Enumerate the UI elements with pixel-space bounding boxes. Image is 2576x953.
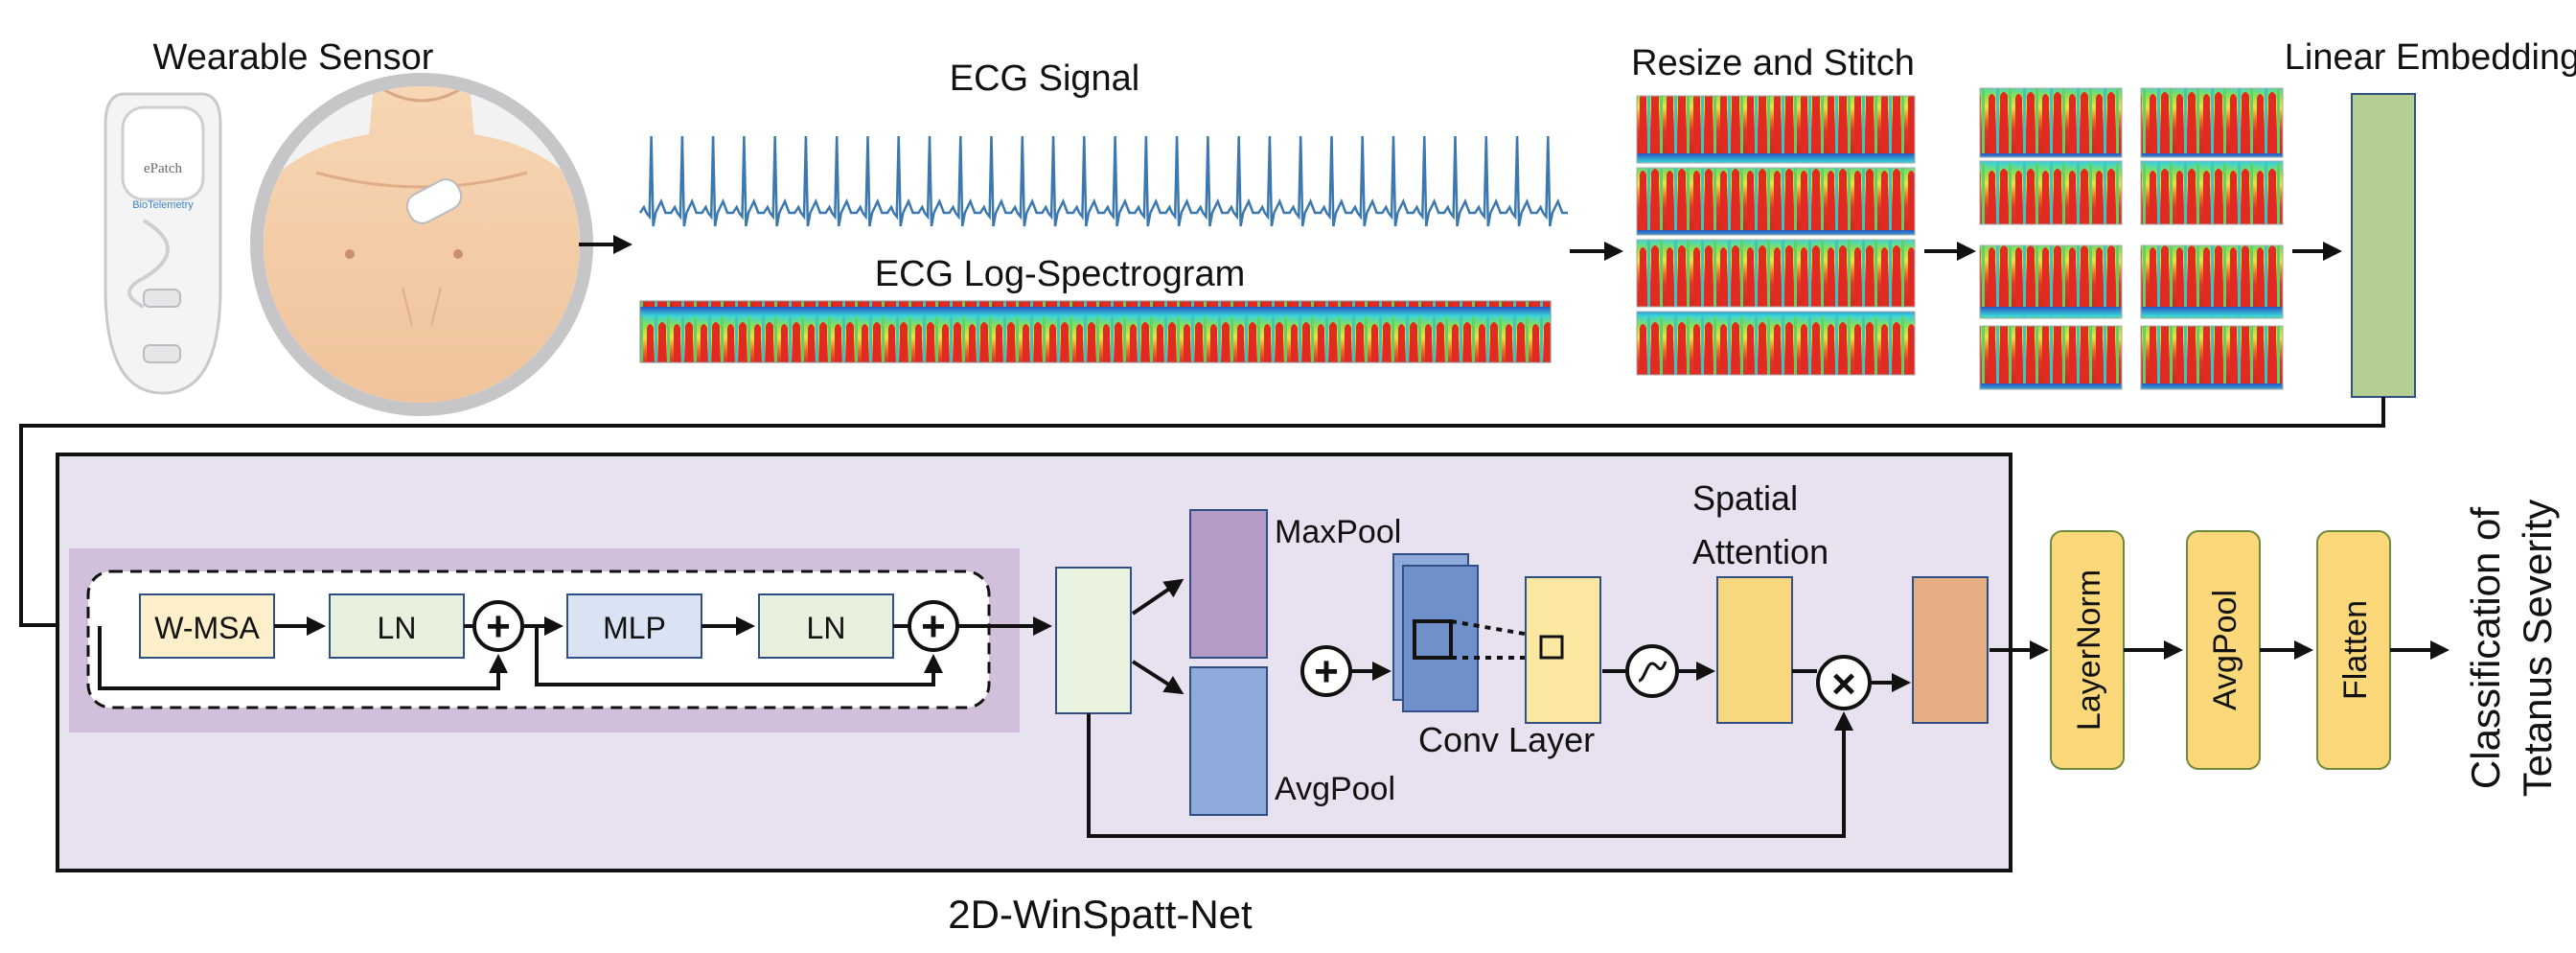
wearable-sensor-label: Wearable Sensor <box>153 37 434 78</box>
sigmoid-activation <box>1625 644 1679 698</box>
skip-connection-1 <box>98 626 508 690</box>
layernorm-label: LayerNorm <box>2071 569 2107 731</box>
mlp-block <box>566 593 702 659</box>
ln1-label: LN <box>378 611 417 645</box>
ecg-log-spectrogram-image <box>639 300 1552 363</box>
network-name: 2D-WinSpatt-Net <box>948 892 1253 937</box>
wmsa-block <box>139 593 275 659</box>
add-symbol-3: + <box>1314 648 1339 695</box>
ln-block-1 <box>329 593 465 659</box>
sigmoid-icon <box>1638 661 1668 683</box>
resize-and-stitch-label: Resize and Stitch <box>1631 43 1915 83</box>
avgpool-label: AvgPool <box>1275 771 1395 807</box>
maxpool-label: MaxPool <box>1275 514 1401 550</box>
feature-map-block <box>1055 567 1132 714</box>
conv-kernel <box>1413 619 1453 660</box>
epatch-device-icon: ePatch BioTelemetry <box>104 92 222 395</box>
wmsa-label: W-MSA <box>154 611 260 645</box>
flatten-label: Flatten <box>2337 600 2374 700</box>
ecg-signal-trace <box>638 135 1568 227</box>
conv-layer-label: Conv Layer <box>1418 720 1595 759</box>
skip-connection-2 <box>535 626 943 686</box>
add-symbol-1: + <box>486 603 511 650</box>
device-brand: ePatch <box>144 161 182 176</box>
conv-output-kernel <box>1539 635 1564 660</box>
stitched-spectrogram-grid <box>1636 95 1916 376</box>
output-label-line2: Tetanus Severity <box>2515 500 2560 798</box>
ln2-label: LN <box>807 611 846 645</box>
linear-embedding-label: Linear Embedding <box>2285 37 2576 78</box>
output-label-line1: Classification of <box>2463 507 2508 789</box>
skip-connection-attention <box>1087 711 1853 838</box>
spatial-attention-block <box>1716 576 1793 724</box>
conv-projection-top <box>1450 619 1542 639</box>
spatial-attention-label-line2: Attention <box>1692 532 1828 571</box>
spatial-attention-label-line1: Spatial <box>1692 478 1798 518</box>
device-maker: BioTelemetry <box>132 199 194 211</box>
attended-feature-block <box>1912 576 1989 724</box>
chest-patch-illustration <box>250 73 593 416</box>
multiply-symbol: × <box>1831 661 1856 708</box>
avgpool-block <box>1189 666 1268 816</box>
linear-embedding-block <box>2351 93 2416 398</box>
arrow-feature-to-maxpool <box>1131 578 1184 616</box>
add-symbol-2: + <box>921 603 946 650</box>
arrow-feature-to-avgpool <box>1131 660 1184 695</box>
mlp-label: MLP <box>603 611 666 645</box>
maxpool-block <box>1189 509 1268 659</box>
avgpool-head-label: AvgPool <box>2207 590 2243 710</box>
patch-grid <box>1979 87 2284 390</box>
ecg-log-spectrogram-label: ECG Log-Spectrogram <box>875 254 1246 294</box>
ecg-signal-label: ECG Signal <box>950 58 1140 99</box>
